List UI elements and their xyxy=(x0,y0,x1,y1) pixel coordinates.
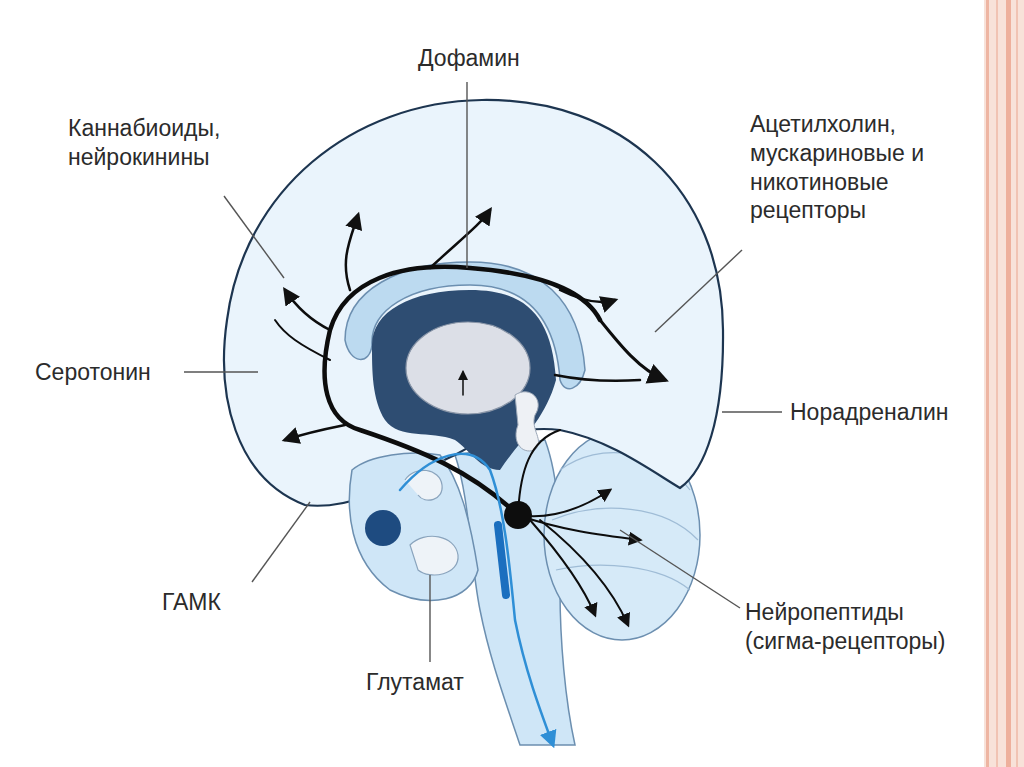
neural-pathways xyxy=(275,210,665,625)
cerebrum xyxy=(224,100,723,506)
amygdala xyxy=(365,510,401,546)
hippocampus xyxy=(410,536,458,575)
fornix-loop xyxy=(405,470,442,500)
dopamine-label: Дофамин xyxy=(418,44,568,73)
glutamate-label: Глутамат xyxy=(366,668,506,697)
pineal xyxy=(515,392,539,451)
thalamus xyxy=(406,322,530,414)
cannabinoid-label: Каннабиоиды, нейрокинины xyxy=(68,114,268,172)
noradrenaline-label: Норадреналин xyxy=(790,398,970,427)
slide-border xyxy=(984,0,1024,767)
locus-coeruleus xyxy=(504,501,532,529)
neuropeptide-label: Нейропептиды (сигма-рецепторы) xyxy=(745,598,975,656)
gaba-label: ГАМК xyxy=(162,588,252,617)
blue-pathway xyxy=(400,454,553,745)
leader-lines xyxy=(184,82,782,662)
acetylcholine-label: Ацетилхолин, мускариновые и никотиновые … xyxy=(750,110,950,225)
serotonin-label: Серотонин xyxy=(35,358,185,387)
